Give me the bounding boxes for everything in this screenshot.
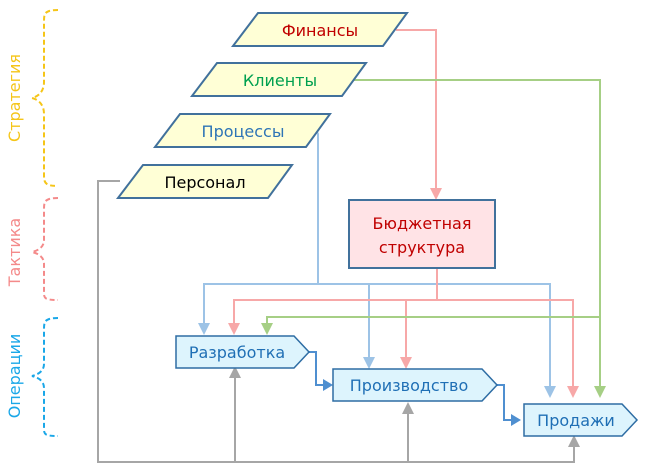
node-finance-label: Финансы xyxy=(282,21,358,40)
strategy-label: Стратегия xyxy=(5,54,24,142)
node-staff[interactable]: Персонал xyxy=(115,164,294,199)
arrowhead xyxy=(544,386,556,398)
staff-links xyxy=(97,180,575,463)
arrowhead xyxy=(323,379,333,391)
arrowhead xyxy=(229,366,241,378)
node-development[interactable]: Разработка xyxy=(175,335,311,369)
tactics-label: Тактика xyxy=(5,218,24,287)
ops-flow-arrowheads xyxy=(323,379,521,426)
arrowhead xyxy=(228,323,240,335)
tactics-brace xyxy=(31,197,59,301)
arrowhead xyxy=(567,386,579,398)
arrowhead xyxy=(198,323,210,335)
node-budget-line2: структура xyxy=(379,238,465,257)
node-processes[interactable]: Процессы xyxy=(152,113,332,148)
finance-links xyxy=(233,29,574,388)
staff-arrowheads xyxy=(229,366,580,447)
node-finance[interactable]: Финансы xyxy=(230,12,409,47)
node-processes-label: Процессы xyxy=(202,122,285,141)
arrowhead xyxy=(363,357,375,369)
node-staff-label: Персонал xyxy=(164,173,245,192)
arrowhead xyxy=(594,386,606,398)
operations-brace xyxy=(31,317,59,437)
node-clients-label: Клиенты xyxy=(243,71,317,90)
process-arrowheads xyxy=(198,323,556,398)
clients-arrowheads xyxy=(261,323,606,398)
arrowhead xyxy=(261,323,273,335)
operations-label: Операции xyxy=(5,334,24,419)
arrowhead xyxy=(568,435,580,447)
finance-arrowheads xyxy=(228,188,579,398)
strategy-brace xyxy=(31,9,59,187)
arrowhead xyxy=(400,357,412,369)
node-production-label: Производство xyxy=(350,376,469,395)
node-production[interactable]: Производство xyxy=(332,368,499,402)
arrowhead xyxy=(511,414,521,426)
node-sales[interactable]: Продажи xyxy=(523,403,639,437)
node-sales-label: Продажи xyxy=(537,411,615,430)
node-budget-line1: Бюджетная xyxy=(373,214,472,233)
arrowhead xyxy=(430,188,442,200)
ops-flow-links xyxy=(309,351,514,421)
arrowhead xyxy=(402,402,414,414)
node-budget-structure[interactable]: Бюджетная структура xyxy=(348,199,496,269)
node-development-label: Разработка xyxy=(189,343,285,362)
node-clients[interactable]: Клиенты xyxy=(189,62,368,97)
